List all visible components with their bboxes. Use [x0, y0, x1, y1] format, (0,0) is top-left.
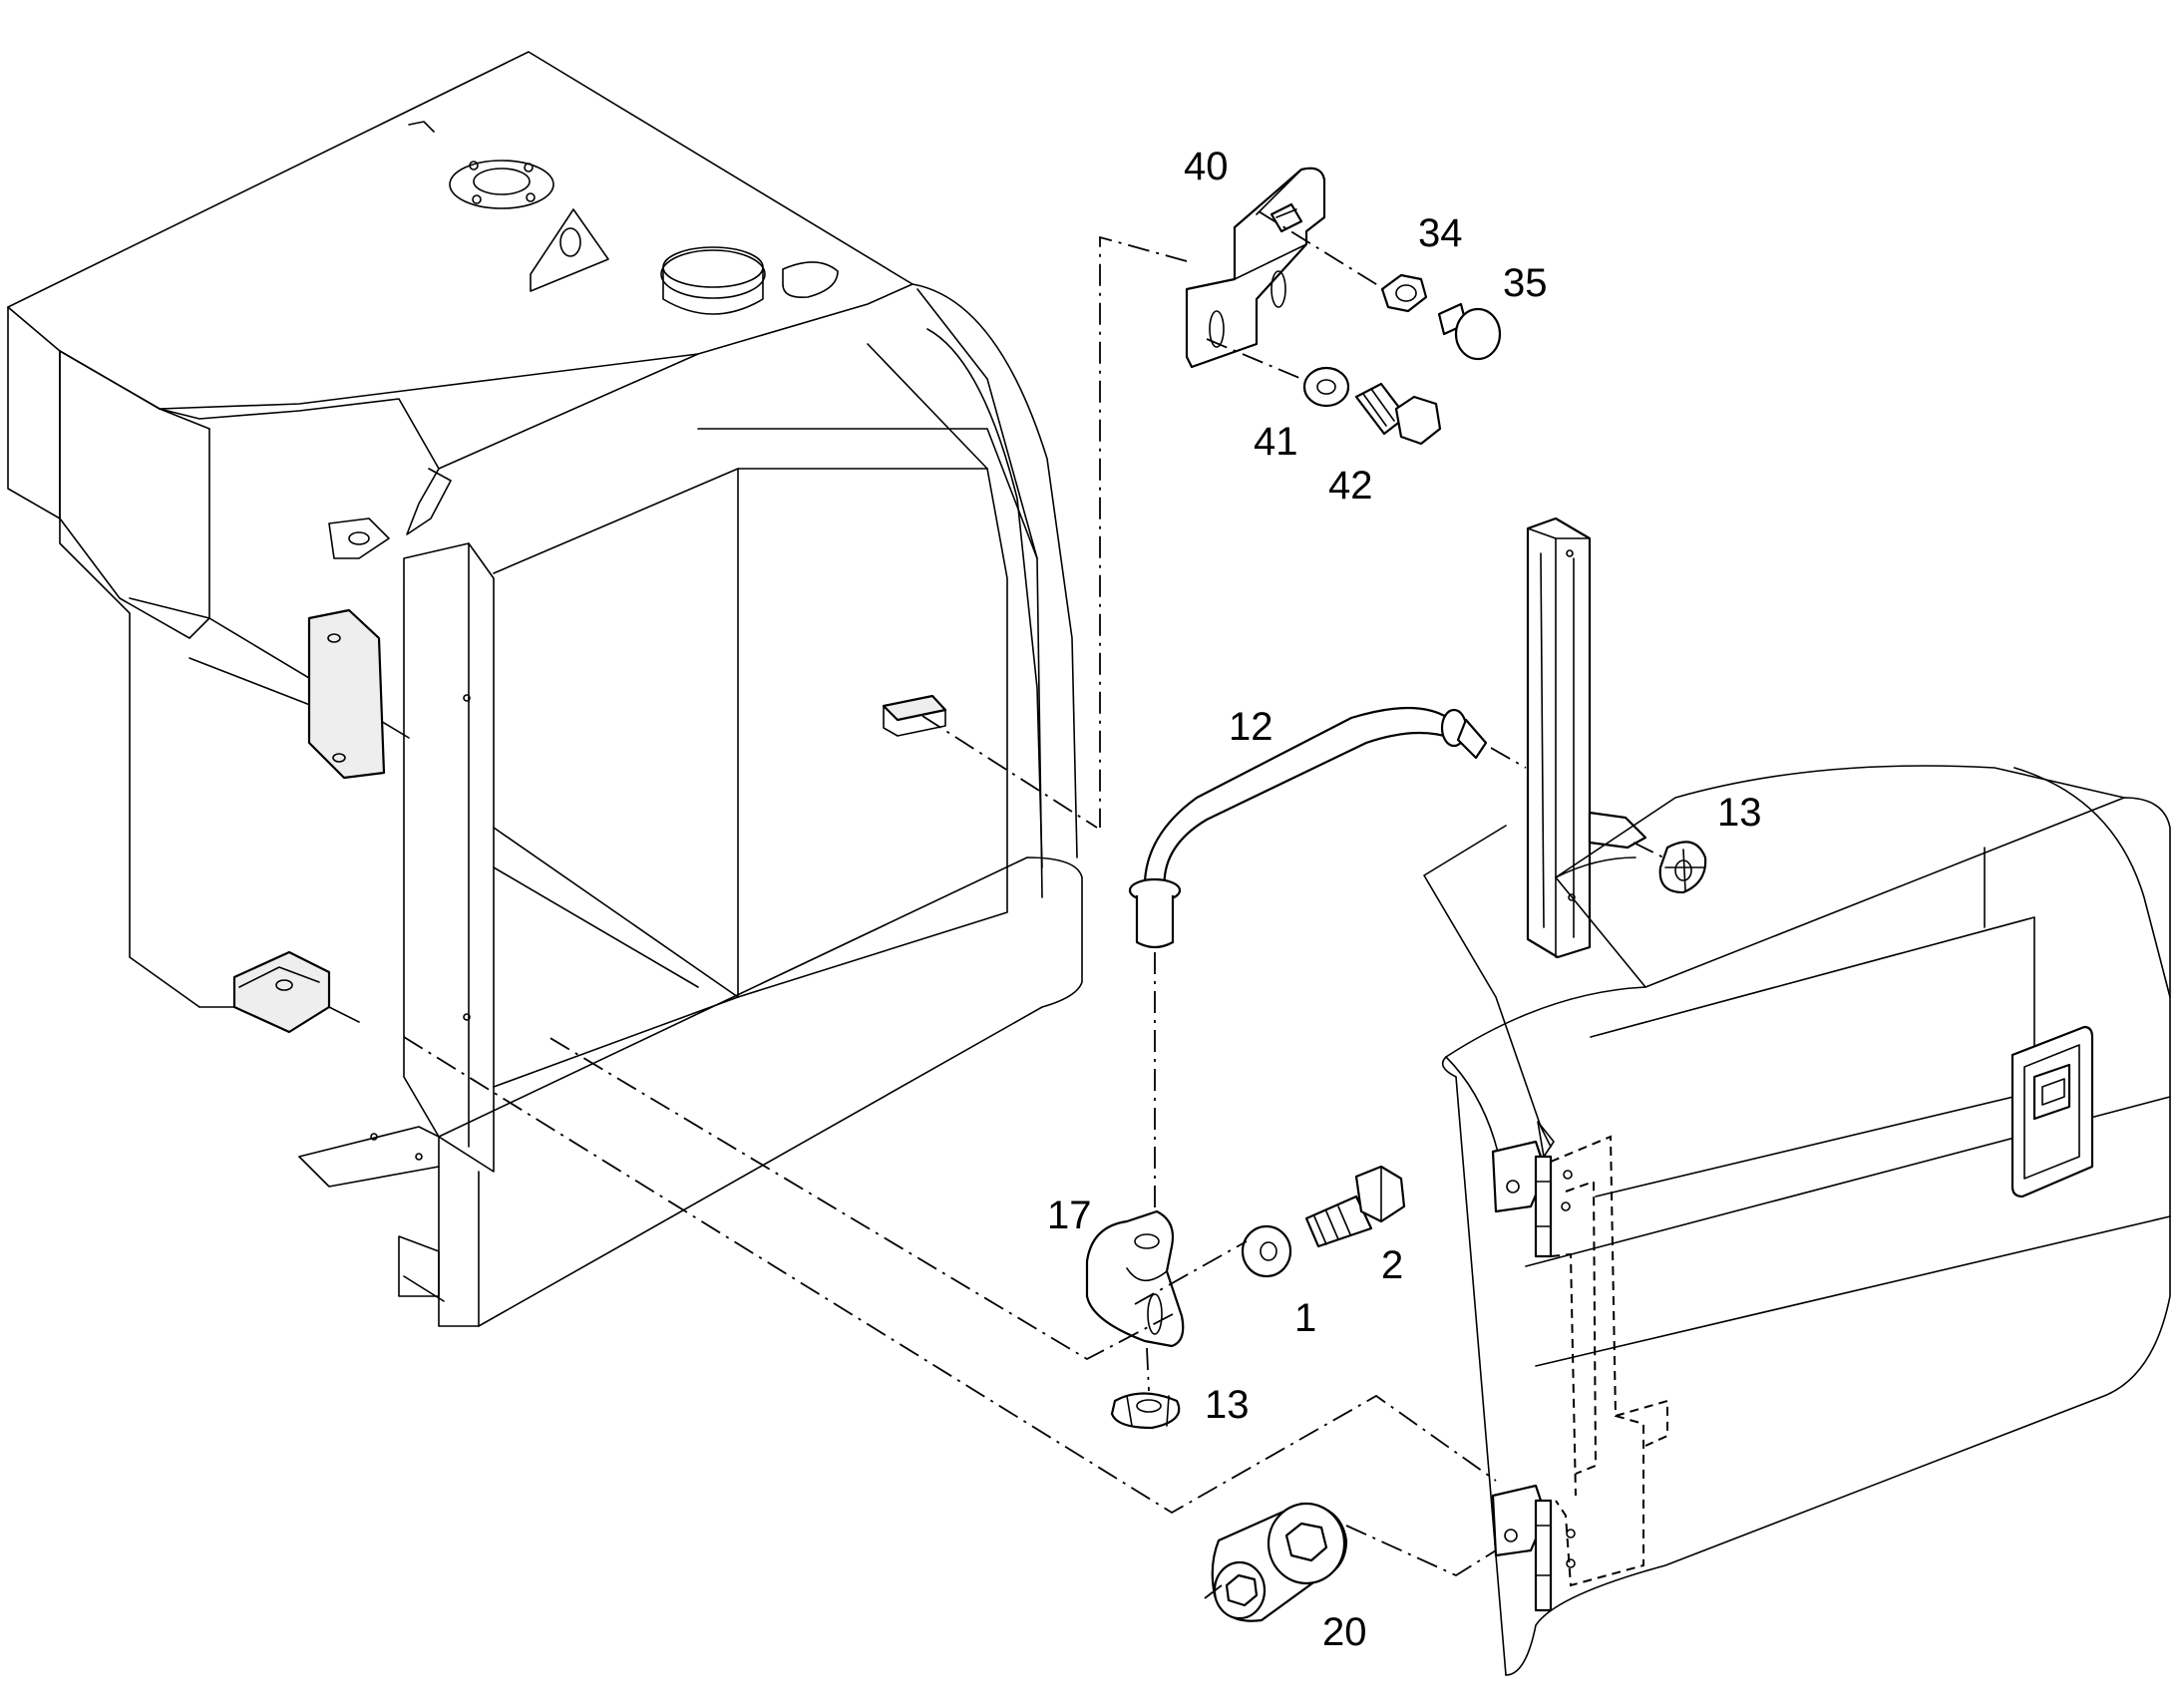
callout-41: 41 [1254, 420, 1298, 464]
callout-20: 20 [1322, 1610, 1367, 1654]
callout-17: 17 [1047, 1194, 1092, 1237]
callout-1: 1 [1294, 1296, 1316, 1340]
washer-13-upper [1658, 841, 1707, 894]
lower-hinge [1491, 1484, 1553, 1612]
washer-13-lower [1110, 1392, 1181, 1430]
bolt-42 [1354, 382, 1442, 446]
knob-35 [1437, 302, 1502, 361]
vertical-rail [1526, 516, 1647, 959]
callout-13-lower: 13 [1205, 1383, 1250, 1427]
rod-12 [1128, 706, 1488, 949]
door-handle [2010, 1025, 2094, 1198]
door-panel [1441, 765, 2171, 1676]
washer-1 [1241, 1224, 1292, 1278]
clip-17 [1085, 1209, 1185, 1348]
nut-34 [1380, 273, 1428, 313]
housing-frame [7, 51, 1083, 1327]
callout-2: 2 [1381, 1243, 1403, 1287]
callout-42: 42 [1328, 464, 1373, 508]
bracket-assembly-40 [1099, 167, 1502, 828]
washer-41 [1302, 366, 1350, 408]
bushing-20 [1211, 1502, 1348, 1622]
callout-13-upper: 13 [1717, 791, 1762, 835]
callout-34: 34 [1418, 211, 1463, 255]
callout-40: 40 [1184, 145, 1229, 188]
bolt-2 [1304, 1165, 1406, 1248]
callout-35: 35 [1503, 261, 1548, 305]
callout-12: 12 [1229, 705, 1273, 749]
upper-hinge [1491, 1140, 1553, 1258]
